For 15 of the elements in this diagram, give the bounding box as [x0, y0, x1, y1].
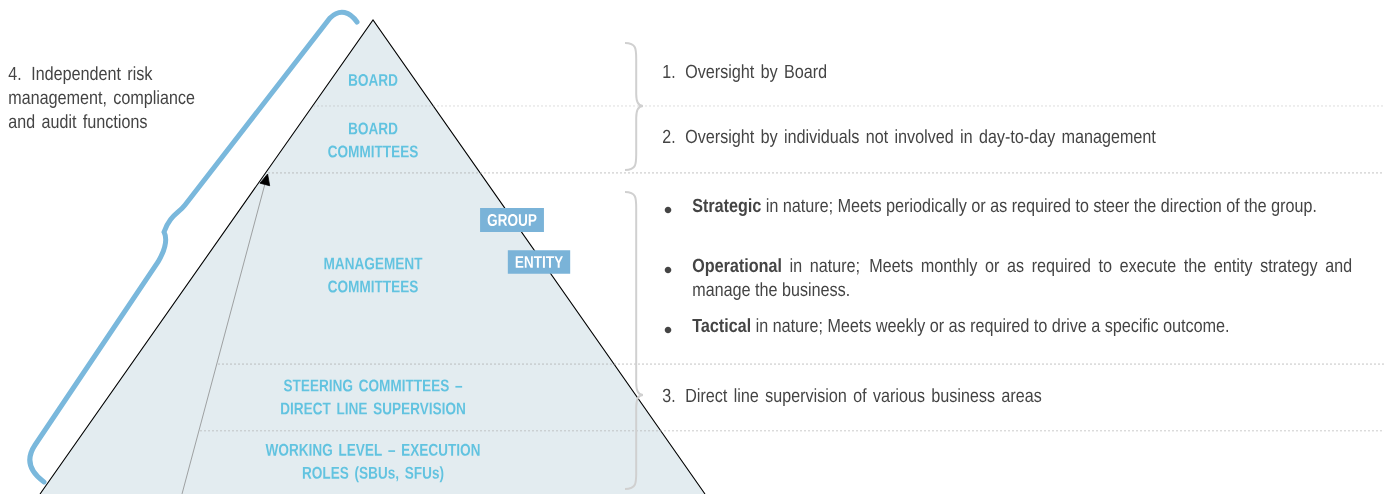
bullet-text: Strategic in nature; Meets periodically or as required to steer the direction of the group. — [692, 198, 1316, 216]
tag-box: GROUP — [480, 207, 544, 232]
numbered-note: 1. Oversight by Board — [663, 64, 827, 82]
tag-box: ENTITY — [507, 250, 571, 274]
tier-label: WORKING LEVEL – EXECUTION ROLES (SBUs, SFUs) — [265, 443, 480, 483]
tier-label: BOARD COMMITTEES — [328, 122, 418, 158]
arrow — [181, 173, 271, 494]
bullet-text: Operational in nature; Meets monthly or as required to execute the entity strategy and manage the business. — [692, 258, 1352, 300]
bullet-text: Tactical in nature; Meets weekly or as required to drive a specific outcome. — [692, 318, 1229, 336]
tier-label: STEERING COMMITTEES – DIRECT LINE SUPERVISION — [281, 379, 465, 415]
numbered-note: 2. Oversight by individuals not involved in day-to-day management — [663, 129, 1156, 147]
numbered-note: 3. Direct line supervision of various business areas — [662, 388, 1042, 406]
tier-label: BOARD — [349, 73, 398, 86]
tier-label: MANAGEMENT COMMITTEES — [324, 257, 423, 293]
numbered-note: 4. Independent risk management, compliance and audit functions — [8, 66, 195, 129]
